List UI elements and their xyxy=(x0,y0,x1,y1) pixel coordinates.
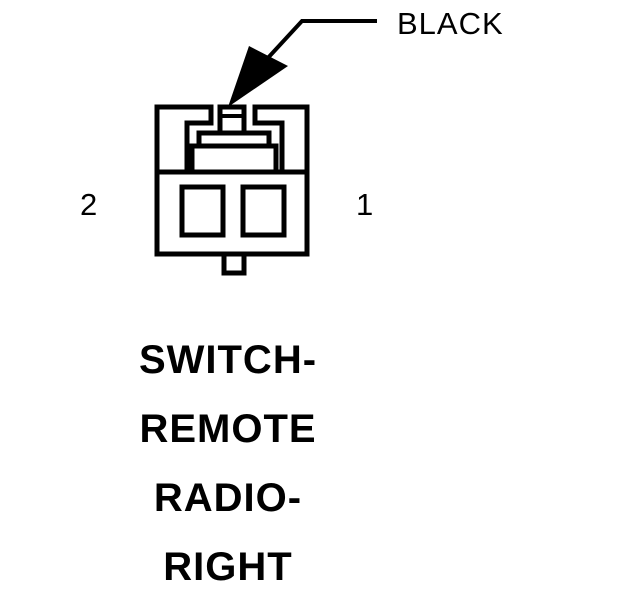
caption-line-2: REMOTE xyxy=(139,407,317,451)
latch-step-lower xyxy=(189,143,279,175)
pin-cavity-right xyxy=(240,184,287,238)
bottom-tab xyxy=(221,251,247,276)
caption-line-4: RIGHT xyxy=(163,545,293,589)
caption-line-1: SWITCH- xyxy=(138,338,318,382)
wire-color-label: BLACK xyxy=(397,6,504,41)
wire-leader-line xyxy=(264,19,377,62)
latch-tab xyxy=(217,104,247,137)
pin-2-label: 2 xyxy=(80,187,98,222)
caption-line-3: RADIO- xyxy=(153,476,303,520)
wire-arrowhead-icon xyxy=(228,46,288,107)
pin-1-label: 1 xyxy=(356,187,374,222)
connector-caption: SWITCH- REMOTE RADIO- RIGHT xyxy=(38,326,418,602)
pin-cavity-left xyxy=(179,184,226,238)
